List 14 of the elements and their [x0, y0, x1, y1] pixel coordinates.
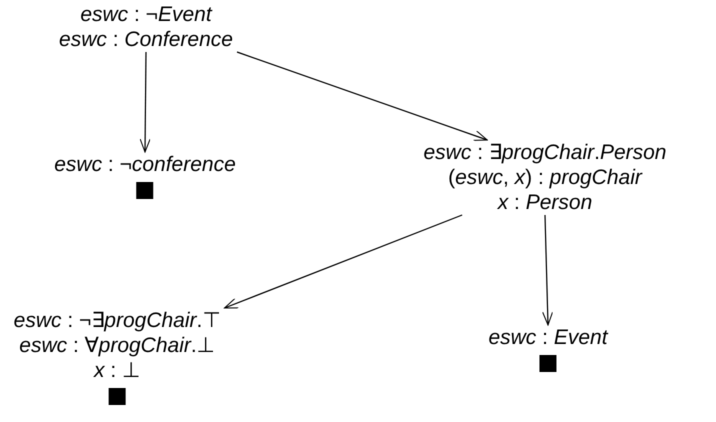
assertion-text: (eswc, x) : progChair	[448, 165, 642, 190]
assertion-text: x : ⊥	[94, 358, 140, 383]
assertion-text: eswc : Conference	[59, 27, 233, 52]
assertion-text: eswc : ∃progChair.Person	[424, 140, 666, 165]
arrow	[236, 51, 488, 141]
assertion-text: eswc : ¬conference	[54, 152, 236, 177]
assertion-text: eswc : Event	[488, 325, 608, 350]
arrow	[224, 214, 462, 309]
assertion-text: eswc : ∀progChair.⊥	[19, 333, 215, 358]
arrow	[140, 52, 151, 152]
arrow	[542, 214, 554, 326]
assertion-text: eswc : ¬Event	[80, 2, 212, 27]
assertion-text: x : Person	[498, 190, 592, 215]
assertion-text: eswc : ¬∃progChair.⊤	[14, 308, 220, 333]
